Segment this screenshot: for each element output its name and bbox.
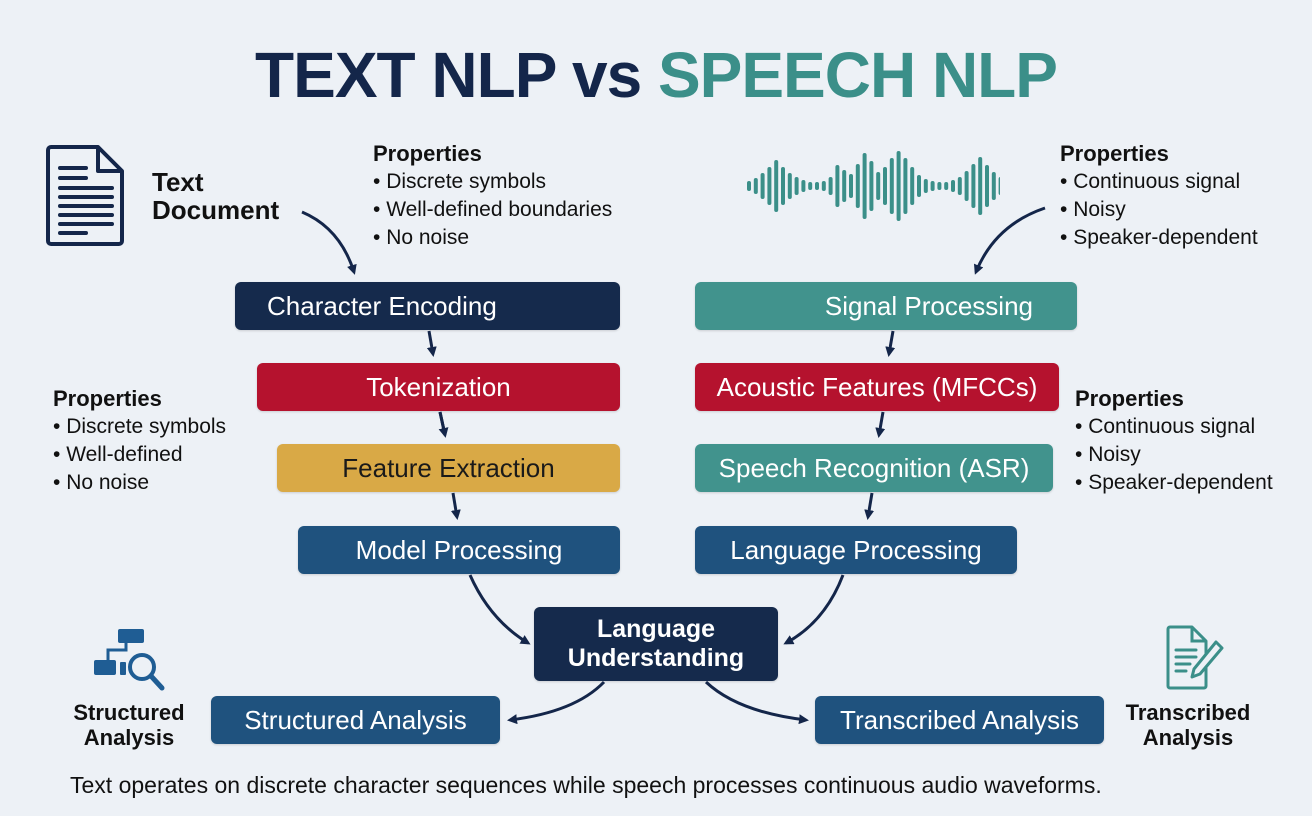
step-feature-extraction: Feature Extraction [277, 444, 620, 492]
speech-properties-right: Properties Continuous signal Noisy Speak… [1075, 385, 1273, 497]
document-edit-icon [1166, 625, 1224, 690]
property-item: Noisy [1060, 196, 1258, 224]
property-item: Discrete symbols [373, 168, 612, 196]
property-item: Speaker-dependent [1060, 224, 1257, 252]
text-document-label-line1: Text [152, 167, 204, 197]
property-item: Well-defined [53, 441, 226, 469]
label-line1: Structured [73, 700, 185, 725]
arrow-to-structured [507, 680, 606, 725]
language-understanding-box: Language Understanding [534, 607, 778, 681]
properties-heading: Properties [53, 386, 162, 411]
structured-analysis-box: Structured Analysis [211, 696, 500, 744]
property-item: Continuous signal [1075, 413, 1273, 441]
label-line1: Transcribed [1125, 700, 1251, 725]
step-language-processing: Language Processing [695, 526, 1017, 574]
waveform-icon [747, 151, 1000, 221]
property-item: No noise [53, 469, 226, 497]
text-document-label: Text Document [152, 168, 279, 224]
structured-analysis-label: Structured Analysis [62, 700, 196, 750]
text-document-label-line2: Document [152, 195, 280, 225]
property-item: Noisy [1075, 441, 1273, 469]
center-line1: Language [596, 615, 716, 643]
step-character-encoding: Character Encoding [235, 282, 620, 330]
title-speech-nlp: SPEECH NLP [657, 39, 1058, 111]
structure-search-icon [94, 629, 165, 691]
title-text-nlp: TEXT NLP vs [255, 39, 642, 111]
arrow-doc-to-encoding [301, 210, 357, 275]
label-line2: Analysis [83, 725, 175, 750]
step-model-processing: Model Processing [298, 526, 620, 574]
properties-heading: Properties [1060, 141, 1169, 166]
transcribed-analysis-box: Transcribed Analysis [815, 696, 1104, 744]
property-item: Well-defined boundaries [373, 196, 612, 224]
label-line2: Analysis [1142, 725, 1234, 750]
property-item: Continuous signal [1060, 168, 1258, 196]
speech-properties-top: Properties Continuous signal Noisy Speak… [1060, 140, 1258, 252]
step-speech-recognition: Speech Recognition (ASR) [695, 444, 1053, 492]
caption: Text operates on discrete character sequ… [70, 772, 1102, 798]
step-tokenization: Tokenization [257, 363, 620, 411]
property-item: Discrete symbols [53, 413, 226, 441]
arrow-to-transcribed [704, 680, 809, 725]
step-signal-processing: Signal Processing [695, 282, 1077, 330]
center-line2: Understanding [567, 644, 745, 672]
step-acoustic-features: Acoustic Features (MFCCs) [695, 363, 1059, 411]
text-properties-top: Properties Discrete symbols Well-defined… [373, 140, 612, 252]
transcribed-analysis-label: Transcribed Analysis [1118, 700, 1258, 750]
text-properties-left: Properties Discrete symbols Well-defined… [53, 385, 226, 497]
arrow-model-to-understanding [468, 574, 531, 645]
property-item: No noise [373, 224, 612, 252]
property-item: Speaker-dependent [1075, 469, 1272, 497]
page-title: TEXT NLP vs SPEECH NLP [0, 38, 1312, 112]
arrow-language-to-understanding [783, 574, 845, 645]
document-icon [46, 145, 124, 246]
properties-heading: Properties [1075, 386, 1184, 411]
properties-heading: Properties [373, 141, 482, 166]
